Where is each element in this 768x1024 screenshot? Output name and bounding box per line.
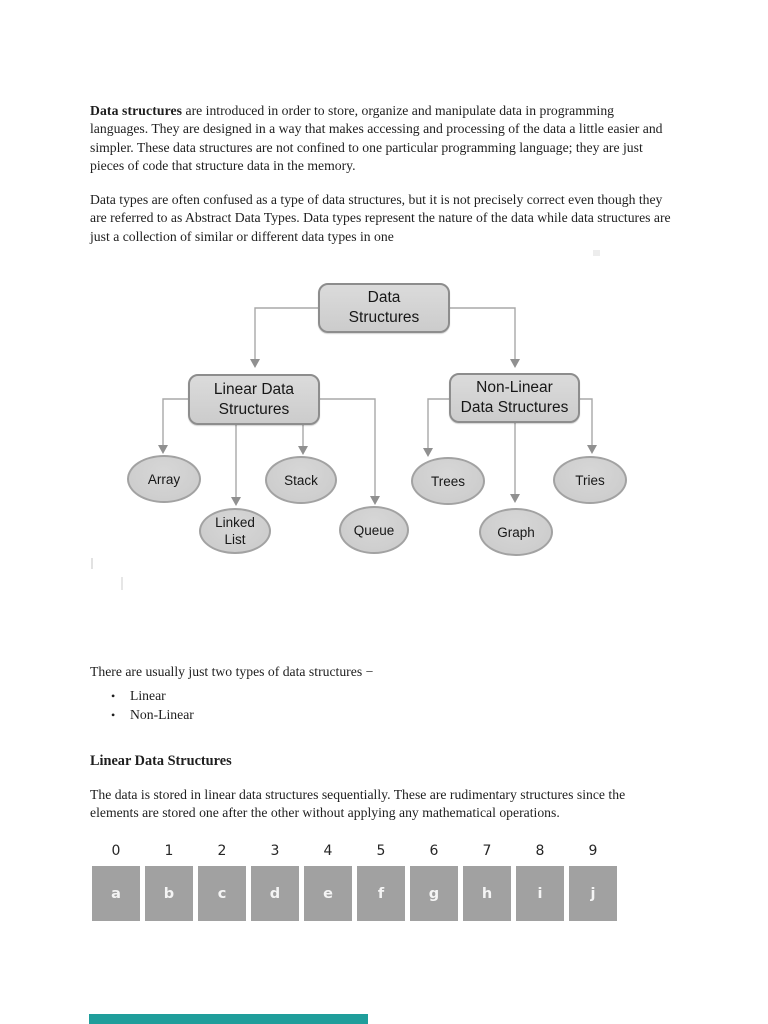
node-label-line: Linear Data [213,380,295,398]
arrow-down-icon [587,445,597,454]
arrow-down-icon [370,496,380,505]
node-label-line: Tries [575,472,605,488]
array-cell: b [145,866,193,921]
array-cell: h [463,866,511,921]
types-intro-line: There are usually just two types of data… [90,663,374,679]
array-cell: i [516,866,564,921]
node-label-line: Linked [215,515,255,530]
diagram-node-tries: Tries [553,456,627,504]
list-item: • Linear [111,688,194,707]
node-label-line: Trees [430,473,465,489]
second-paragraph: Data types are often confused as a type … [90,191,671,244]
connector-line [254,307,318,360]
array-index: 5 [376,843,386,859]
diagram-node-queue: Queue [339,506,409,554]
intro-paragraph: Data structures are introduced in order … [90,102,674,176]
section-paragraph: The data is stored in linear data struct… [90,786,626,821]
arrow-down-icon [423,448,433,457]
node-label-line: Queue [353,522,395,538]
array-cell: e [304,866,352,921]
bullet-icon: • [111,689,116,703]
array-index: 3 [270,843,280,859]
arrow-down-icon [158,445,168,454]
list-item: • Non-Linear [111,707,194,726]
array-index: 9 [588,843,598,859]
array-cell: j [569,866,617,921]
node-label-line: Graph [497,524,535,540]
scan-artifact [91,558,93,569]
node-label-line: Data Structures [460,399,569,416]
array-index: 8 [535,843,545,859]
diagram-node-nonlinear-data-structures: Non-Linear Data Structures [449,373,580,423]
array-index: 1 [164,843,174,859]
array-cell: g [410,866,458,921]
array-index-row: 0 1 2 3 4 5 6 7 8 9 [92,843,622,859]
bullet-icon: • [111,707,116,722]
connector-line [162,398,188,446]
diagram-node-graph: Graph [479,508,553,556]
array-cell: f [357,866,405,921]
connector-line [427,398,449,449]
array-index: 7 [482,843,492,859]
intro-bold-lead: Data structures [90,102,183,118]
node-label-line: Array [147,471,181,487]
node-label-line: Structures [218,400,290,418]
node-label-line: Data [367,289,401,306]
arrow-down-icon [250,359,260,368]
node-label-line: Stack [284,472,318,488]
connector-line [580,398,593,446]
scan-artifact [593,250,600,256]
array-index: 4 [323,843,333,859]
diagram-node-linked-list: Linked List [199,508,271,554]
array-cell: d [251,866,299,921]
array-cell-row: a b c d e f g h i j [92,866,622,921]
list-item-label: Linear [130,688,166,703]
node-label-line: Non-Linear [476,379,553,396]
list-item-label: Non-Linear [130,706,194,722]
array-index: 0 [111,843,121,859]
scan-artifact [121,577,123,590]
arrow-down-icon [510,359,520,368]
array-index: 2 [217,843,227,859]
diagram-node-data-structures: Data Structures [318,283,450,333]
diagram-node-array: Array [127,455,201,503]
array-index: 6 [429,843,439,859]
arrow-down-icon [510,494,520,503]
arrow-down-icon [231,497,241,506]
diagram-node-linear-data-structures: Linear Data Structures [188,374,320,425]
viewer-progress-bar [89,1014,368,1024]
arrow-down-icon [298,446,308,455]
array-cell: c [198,866,246,921]
intro-text: are introduced in order to store, organi… [90,102,663,174]
diagram-node-trees: Trees [411,457,485,505]
node-label-line: Structures [348,309,420,326]
node-label-line: List [224,532,246,547]
diagram-node-stack: Stack [265,456,337,504]
types-list: • Linear • Non-Linear [111,688,194,726]
connector-line [450,307,516,360]
array-cell: a [92,866,140,921]
section-heading: Linear Data Structures [90,753,232,770]
